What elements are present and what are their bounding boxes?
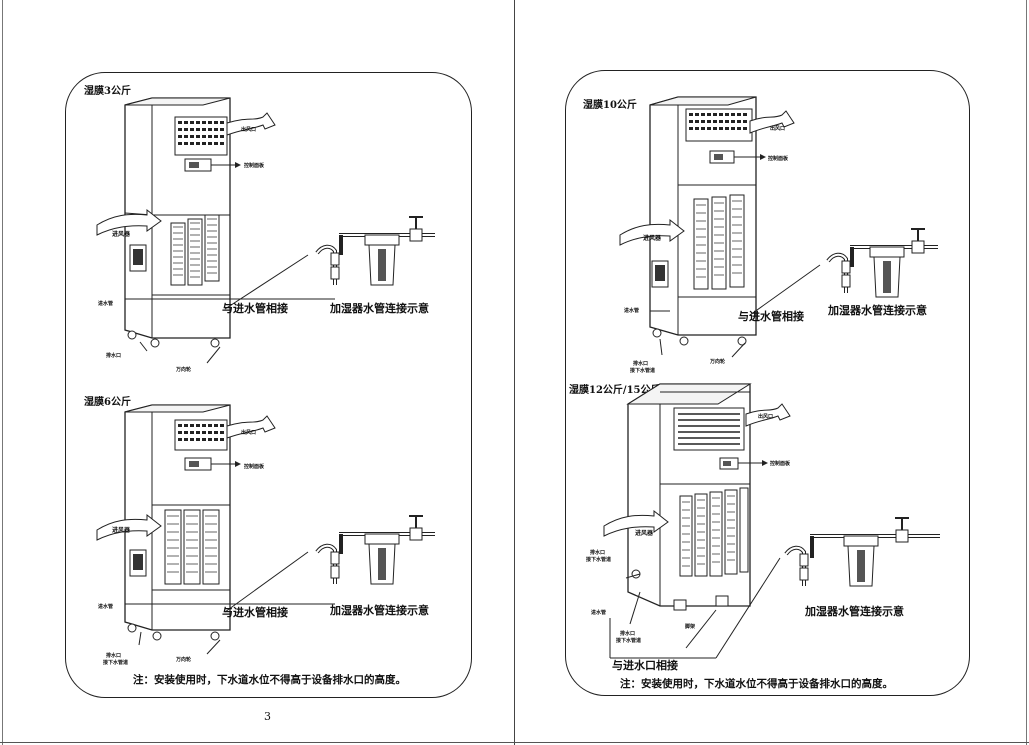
label-caster-3kg: 万向轮 <box>176 367 192 373</box>
label-connect-12-15kg: 与进水口相接 <box>612 659 678 672</box>
label-drain-sub-2-12-15kg: 接下水管道 <box>616 638 642 644</box>
humidifier-10kg-drawing <box>619 96 938 358</box>
label-control-10kg: 控制面板 <box>768 156 789 162</box>
bottom-rule <box>0 742 1029 743</box>
label-outlet-3kg: 出风口 <box>241 127 257 133</box>
label-drain-sub-12-15kg: 接下水管道 <box>586 557 612 563</box>
label-drain-3kg: 排水口 <box>106 353 122 359</box>
label-drain-12-15kg: 排水口 <box>590 550 606 556</box>
label-caster-6kg: 万向轮 <box>176 657 192 663</box>
label-connect-10kg: 与进水管相接 <box>738 310 804 323</box>
label-outlet-6kg: 出风口 <box>241 430 257 436</box>
label-drain-2-12-15kg: 排水口 <box>620 631 636 637</box>
left-page-edge <box>2 0 3 745</box>
label-control-6kg: 控制面板 <box>244 464 265 470</box>
left-install-note: 注：安装使用时，下水道水位不得高于设备排水口的高度。 <box>133 674 406 686</box>
label-inlet-3kg: 进风器 <box>112 231 131 238</box>
label-water-inlet-10kg: 进水管 <box>624 308 640 314</box>
label-drain-6kg: 排水口 <box>106 653 122 659</box>
page-divider <box>514 0 515 745</box>
label-water-inlet-6kg: 进水管 <box>98 604 114 610</box>
title-12-15kg: 湿膜12公斤/15公斤 <box>569 385 661 396</box>
label-control-12-15kg: 控制面板 <box>770 461 791 467</box>
label-drain-sub-6kg: 接下水管道 <box>103 660 129 666</box>
right-install-note: 注：安装使用时，下水道水位不得高于设备排水口的高度。 <box>620 678 893 690</box>
label-base-12-15kg: 脚架 <box>685 624 696 630</box>
label-control-3kg: 控制面板 <box>244 163 265 169</box>
label-water-inlet-12-15kg: 进水管 <box>591 610 607 616</box>
label-drain-10kg: 排水口 <box>633 361 649 367</box>
label-hose-caption-3kg: 加湿器水管连接示意 <box>330 302 429 315</box>
label-caster-10kg: 万向轮 <box>710 359 726 365</box>
humidifier-6kg-drawing <box>96 404 435 655</box>
title-3kg: 湿膜3公斤 <box>84 86 131 97</box>
label-inlet-6kg: 进风器 <box>112 527 131 534</box>
page-number: 3 <box>264 710 271 723</box>
label-outlet-10kg: 出风口 <box>770 126 786 132</box>
label-hose-caption-12-15kg: 加湿器水管连接示意 <box>805 605 904 618</box>
humidifier-12-15kg-drawing <box>603 383 940 659</box>
humidifier-3kg-drawing <box>96 97 435 364</box>
title-10kg: 湿膜10公斤 <box>583 100 637 111</box>
label-inlet-12-15kg: 进风器 <box>635 530 654 537</box>
label-water-inlet-3kg: 进水管 <box>98 301 114 307</box>
label-connect-3kg: 与进水管相接 <box>222 302 288 315</box>
label-outlet-12-15kg: 出风口 <box>758 414 774 420</box>
title-6kg: 湿膜6公斤 <box>84 397 131 408</box>
label-hose-caption-10kg: 加湿器水管连接示意 <box>828 304 927 317</box>
label-inlet-10kg: 进风器 <box>643 235 662 242</box>
right-page-edge <box>1026 0 1027 745</box>
label-hose-caption-6kg: 加湿器水管连接示意 <box>330 604 429 617</box>
label-drain-sub-10kg: 接下水管道 <box>630 368 656 374</box>
label-connect-6kg: 与进水管相接 <box>222 606 288 619</box>
